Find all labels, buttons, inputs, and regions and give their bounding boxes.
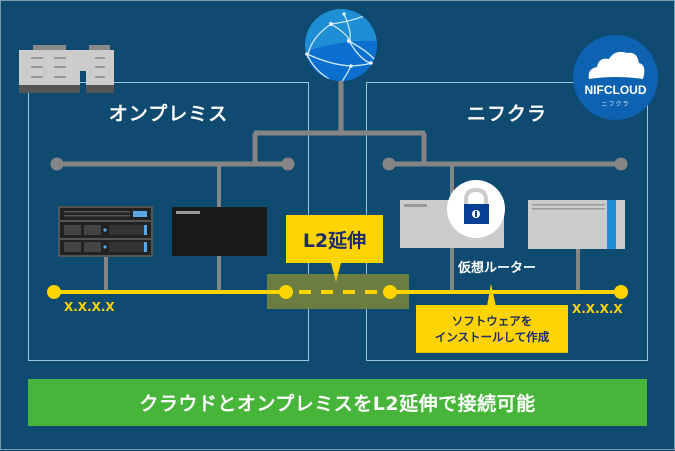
cloud-icon bbox=[588, 51, 645, 79]
l2-node-onprem-gw bbox=[279, 285, 293, 299]
cloud-ip-label: X.X.X.X bbox=[572, 302, 623, 316]
nifcloud-title: ニフクラ bbox=[466, 103, 547, 125]
l2-callout-pointer bbox=[331, 263, 341, 282]
cloud-lan-node-left bbox=[382, 157, 396, 171]
summary-banner: クラウドとオンプレミスをL2延伸で接続可能 bbox=[28, 379, 647, 426]
l2-extension-label: L2延伸 bbox=[302, 229, 367, 252]
vrouter-label-pointer bbox=[487, 284, 496, 307]
software-callout-line1: ソフトウェアを bbox=[451, 313, 533, 328]
virtual-router-label: 仮想ルーター bbox=[458, 261, 537, 276]
logo-name: NIFCLOUD bbox=[584, 83, 647, 97]
logo-subname: ニフクラ bbox=[601, 101, 630, 108]
cloud-lan-node-right bbox=[614, 157, 628, 171]
l2-extension-callout: L2延伸 bbox=[286, 215, 383, 263]
nifcloud-logo: NIFCLOUD ニフクラ bbox=[573, 35, 658, 120]
l2-node-cloud-gw bbox=[383, 285, 397, 299]
summary-banner-text: クラウドとオンプレミスをL2延伸で接続可能 bbox=[139, 393, 536, 415]
onprem-lan-node-right bbox=[281, 157, 295, 171]
software-callout: ソフトウェアを インストールして作成 bbox=[416, 305, 568, 353]
onprem-lan-node-left bbox=[50, 157, 64, 171]
l2-node-cloud-end bbox=[614, 285, 628, 299]
l2-node-onprem-end bbox=[47, 285, 61, 299]
onpremises-title: オンプレミス bbox=[108, 103, 229, 125]
software-callout-line2: インストールして作成 bbox=[434, 329, 550, 344]
onprem-ip-label: X.X.X.X bbox=[64, 300, 115, 314]
